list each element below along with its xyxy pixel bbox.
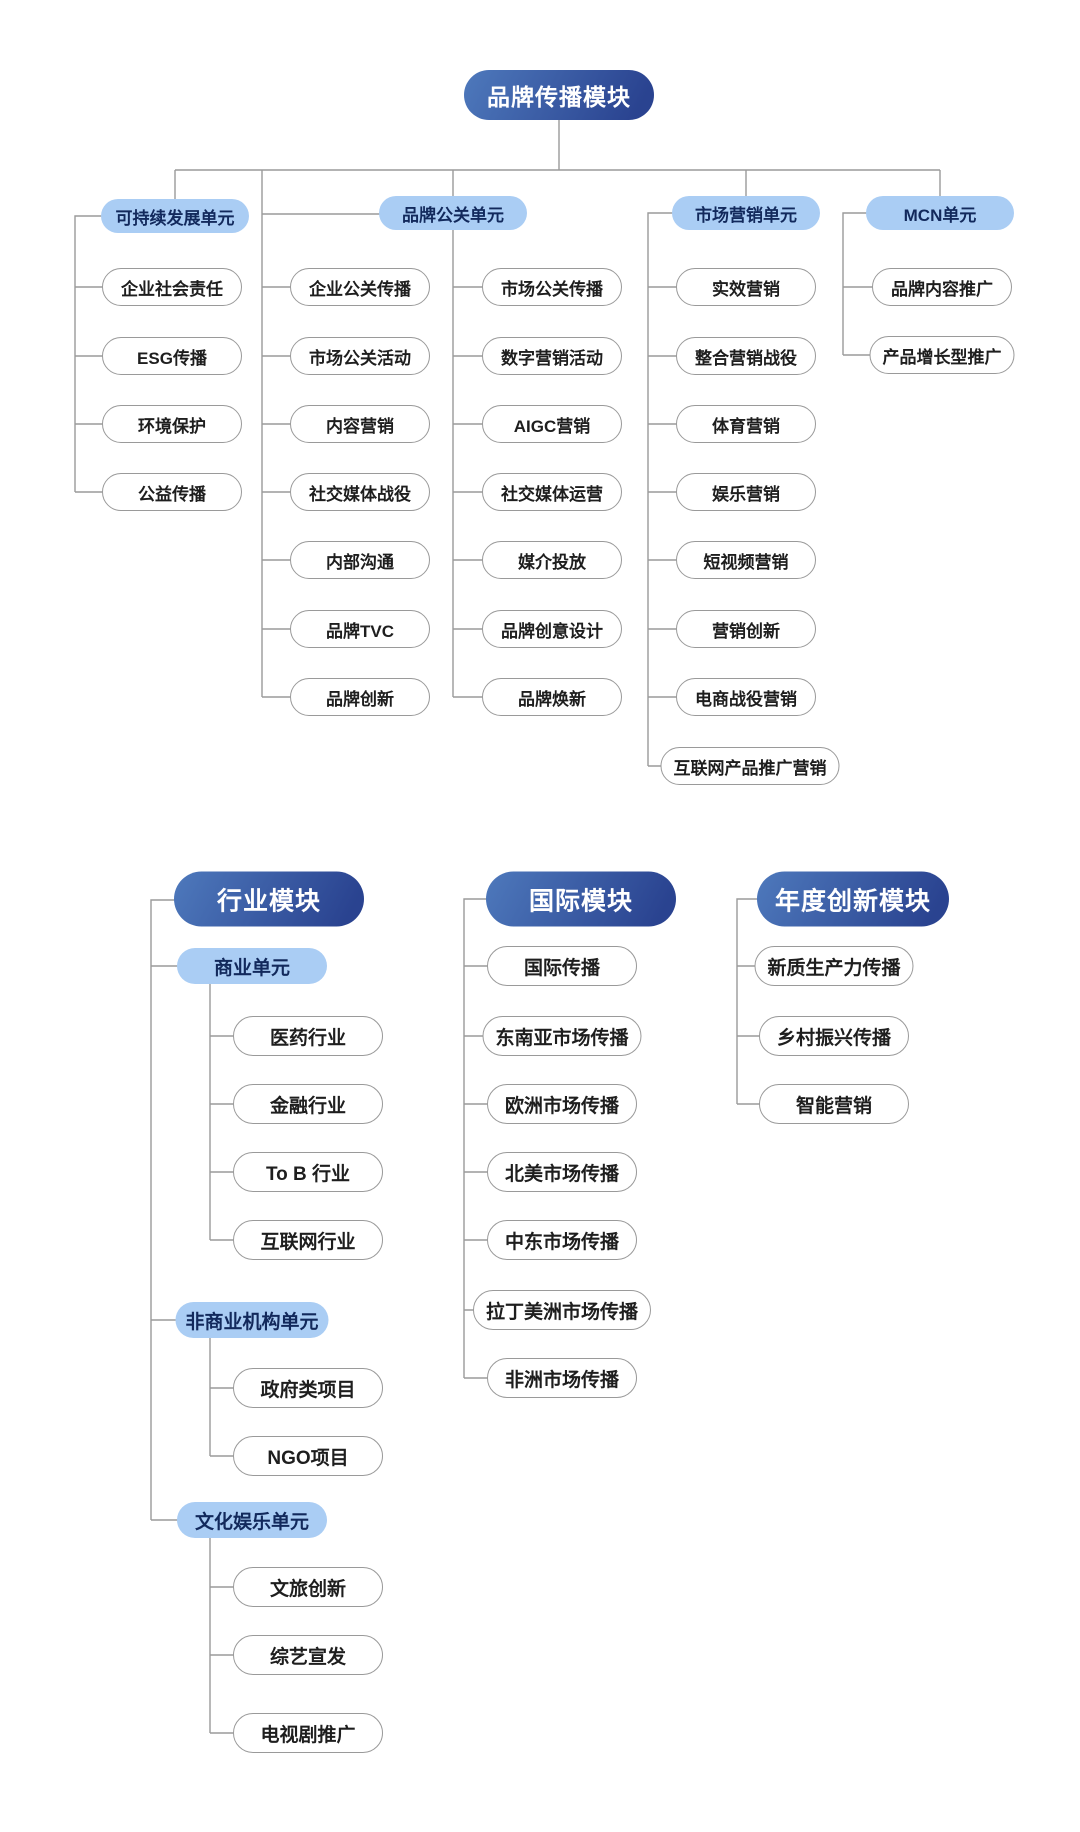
node-brand-pr-item[interactable]: 数字营销活动 xyxy=(482,337,622,375)
node-international-item[interactable]: 中东市场传播 xyxy=(487,1220,637,1260)
node-noncommercial-item[interactable]: 政府类项目 xyxy=(233,1368,383,1408)
node-unit-brand-pr[interactable]: 品牌公关单元 xyxy=(379,196,527,230)
node-marketing-item[interactable]: 体育营销 xyxy=(676,405,816,443)
node-commercial-item[interactable]: 互联网行业 xyxy=(233,1220,383,1260)
node-commercial-item[interactable]: 金融行业 xyxy=(233,1084,383,1124)
node-international-item[interactable]: 拉丁美洲市场传播 xyxy=(472,1290,652,1330)
node-unit-marketing[interactable]: 市场营销单元 xyxy=(672,196,820,230)
node-innovation-item[interactable]: 乡村振兴传播 xyxy=(759,1016,909,1056)
node-brand-pr-item[interactable]: 社交媒体运营 xyxy=(482,473,622,511)
node-marketing-item[interactable]: 营销创新 xyxy=(676,610,816,648)
node-brand-pr-item[interactable]: 内部沟通 xyxy=(290,541,430,579)
node-brand-pr-item[interactable]: 社交媒体战役 xyxy=(290,473,430,511)
node-international-item[interactable]: 欧洲市场传播 xyxy=(487,1084,637,1124)
node-brand-pr-item[interactable]: 内容营销 xyxy=(290,405,430,443)
node-marketing-item[interactable]: 互联网产品推广营销 xyxy=(660,747,840,785)
node-innovation-item[interactable]: 智能营销 xyxy=(759,1084,909,1124)
node-sustainability-item[interactable]: 企业社会责任 xyxy=(102,268,242,306)
node-unit-mcn[interactable]: MCN单元 xyxy=(866,196,1014,230)
node-unit-sustainability[interactable]: 可持续发展单元 xyxy=(101,199,249,233)
node-marketing-item[interactable]: 实效营销 xyxy=(676,268,816,306)
node-culture-item[interactable]: 综艺宣发 xyxy=(233,1635,383,1675)
node-brand-pr-item[interactable]: 市场公关活动 xyxy=(290,337,430,375)
node-unit-noncommercial[interactable]: 非商业机构单元 xyxy=(175,1302,329,1338)
node-marketing-item[interactable]: 整合营销战役 xyxy=(676,337,816,375)
node-commercial-item[interactable]: 医药行业 xyxy=(233,1016,383,1056)
node-sustainability-item[interactable]: 环境保护 xyxy=(102,405,242,443)
node-brand-pr-item[interactable]: 媒介投放 xyxy=(482,541,622,579)
node-module-industry[interactable]: 行业模块 xyxy=(174,871,364,927)
node-innovation-item[interactable]: 新质生产力传播 xyxy=(754,946,914,986)
node-brand-pr-item[interactable]: 品牌创新 xyxy=(290,678,430,716)
node-marketing-item[interactable]: 电商战役营销 xyxy=(676,678,816,716)
node-culture-item[interactable]: 文旅创新 xyxy=(233,1567,383,1607)
node-brand-pr-item[interactable]: AIGC营销 xyxy=(482,405,622,443)
node-international-item[interactable]: 东南亚市场传播 xyxy=(482,1016,642,1056)
node-culture-item[interactable]: 电视剧推广 xyxy=(233,1713,383,1753)
node-sustainability-item[interactable]: ESG传播 xyxy=(102,337,242,375)
node-brand-pr-item[interactable]: 品牌焕新 xyxy=(482,678,622,716)
node-international-item[interactable]: 北美市场传播 xyxy=(487,1152,637,1192)
node-marketing-item[interactable]: 短视频营销 xyxy=(676,541,816,579)
node-unit-commercial[interactable]: 商业单元 xyxy=(177,948,327,984)
node-brand-communication-module[interactable]: 品牌传播模块 xyxy=(464,70,654,120)
node-module-international[interactable]: 国际模块 xyxy=(486,871,676,927)
node-mcn-item[interactable]: 品牌内容推广 xyxy=(872,268,1012,306)
node-international-item[interactable]: 国际传播 xyxy=(487,946,637,986)
node-brand-pr-item[interactable]: 市场公关传播 xyxy=(482,268,622,306)
node-module-annual-innovation[interactable]: 年度创新模块 xyxy=(756,871,950,927)
node-brand-pr-item[interactable]: 品牌TVC xyxy=(290,610,430,648)
node-marketing-item[interactable]: 娱乐营销 xyxy=(676,473,816,511)
node-international-item[interactable]: 非洲市场传播 xyxy=(487,1358,637,1398)
node-brand-pr-item[interactable]: 企业公关传播 xyxy=(290,268,430,306)
node-commercial-item[interactable]: To B 行业 xyxy=(233,1152,383,1192)
node-mcn-item[interactable]: 产品增长型推广 xyxy=(869,336,1015,374)
node-brand-pr-item[interactable]: 品牌创意设计 xyxy=(482,610,622,648)
node-noncommercial-item[interactable]: NGO项目 xyxy=(233,1436,383,1476)
node-unit-culture-entertainment[interactable]: 文化娱乐单元 xyxy=(177,1502,327,1538)
node-sustainability-item[interactable]: 公益传播 xyxy=(102,473,242,511)
